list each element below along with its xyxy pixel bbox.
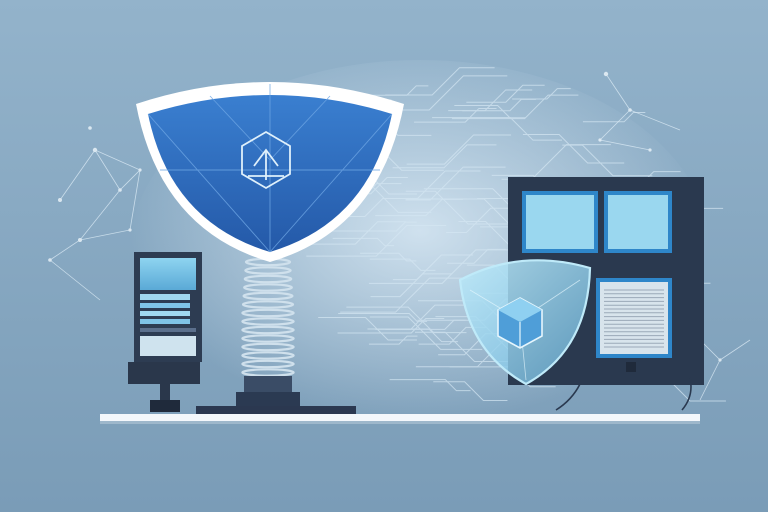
- cables: [555, 377, 692, 411]
- shield-stand: [236, 257, 300, 406]
- desk-shelf: [100, 414, 700, 422]
- cube-icon: [497, 297, 543, 349]
- network-nodes-left: [48, 126, 142, 301]
- desk-shelf-shadow: [100, 421, 700, 424]
- main-shield: [136, 82, 404, 262]
- left-monitor: [128, 252, 202, 412]
- shield-emblem-icon: [241, 130, 291, 190]
- keyboard: [196, 406, 356, 414]
